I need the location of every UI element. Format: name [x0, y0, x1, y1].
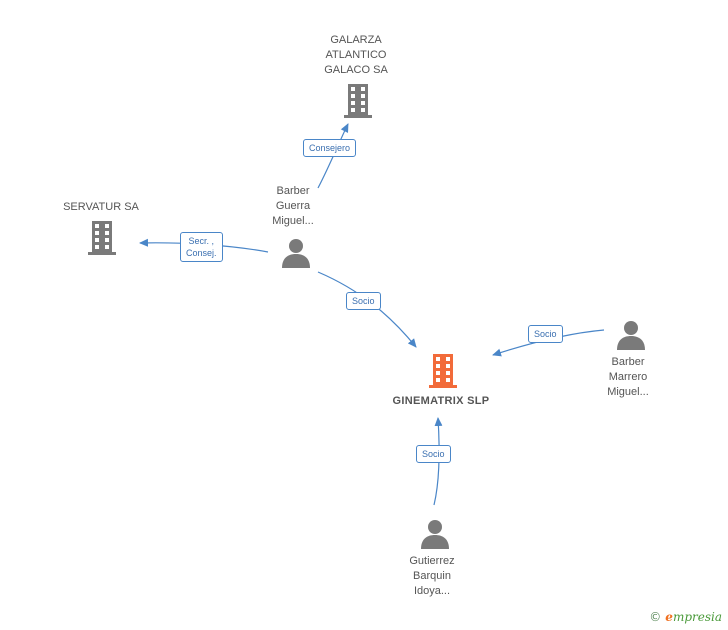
person-icon[interactable]	[420, 519, 450, 549]
building-icon[interactable]	[86, 221, 118, 255]
edge-label-socio-guerra[interactable]: Socio	[346, 292, 381, 310]
brand-e: e	[665, 610, 673, 624]
copyright-icon: ©	[649, 610, 662, 624]
edge-label-secr-consej[interactable]: Secr. , Consej.	[180, 232, 223, 262]
building-icon[interactable]	[342, 84, 374, 118]
edge-socio-gutierrez	[433, 417, 443, 506]
node-label-barber-marrero: Barber Marrero Miguel...	[607, 356, 649, 398]
node-label-servatur: SERVATUR SA	[63, 201, 139, 213]
empresia-logo[interactable]: ©empresia	[649, 610, 722, 624]
node-label-galarza: GALARZA ATLANTICO GALACO SA	[324, 34, 388, 76]
person-icon[interactable]	[281, 238, 311, 268]
edge-label-socio-marrero[interactable]: Socio	[528, 325, 563, 343]
edge-label-socio-gutierrez[interactable]: Socio	[416, 445, 451, 463]
node-label-barber-guerra: Barber Guerra Miguel...	[272, 185, 314, 227]
node-label-ginematrix: GINEMATRIX SLP	[392, 395, 490, 407]
brand-name: mpresia	[672, 610, 722, 624]
person-icon[interactable]	[616, 320, 646, 350]
edge-label-consejero[interactable]: Consejero	[303, 139, 357, 157]
main-building-icon[interactable]	[427, 354, 459, 388]
node-label-gutierrez: Gutierrez Barquin Idoya...	[409, 555, 455, 597]
